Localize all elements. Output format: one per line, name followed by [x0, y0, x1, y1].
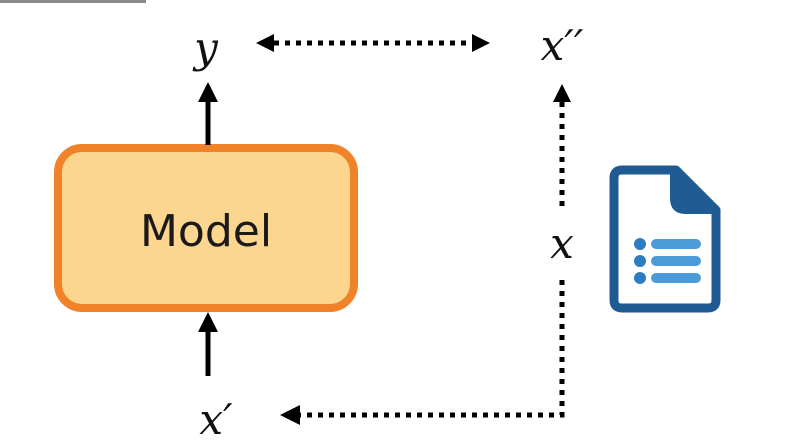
- top-border-bar: [0, 0, 146, 3]
- transformed-input-label: x′′: [541, 21, 584, 70]
- dotted-arrow-y-xdoubleprime: [256, 34, 490, 52]
- model-label: Model: [140, 206, 272, 257]
- arrow-xprime-to-model: [198, 312, 218, 376]
- dotted-arrow-x-to-xprime: [280, 280, 565, 425]
- model-box: Model: [54, 144, 358, 312]
- dotted-arrow-x-to-xdoubleprime: [553, 84, 571, 206]
- arrow-model-to-y: [198, 82, 218, 145]
- document-list-icon: [609, 165, 721, 313]
- original-input-label: x: [550, 219, 574, 268]
- output-label-y: y: [192, 23, 219, 72]
- perturbed-input-label: x′: [199, 395, 233, 444]
